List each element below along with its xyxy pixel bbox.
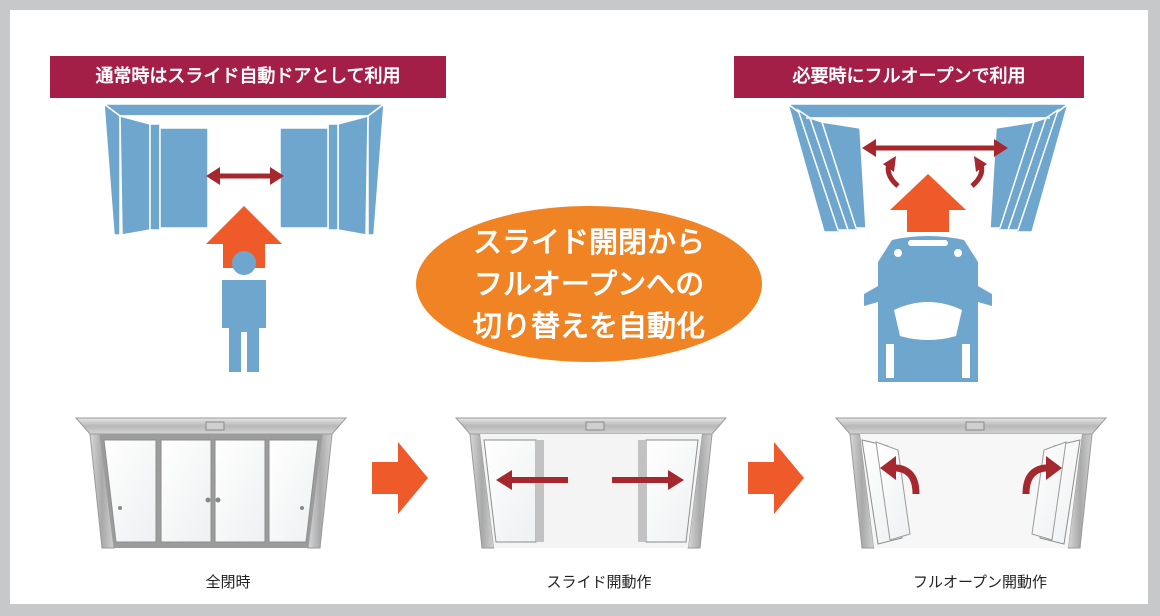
door-photo-slide <box>454 417 728 549</box>
bubble-line-1: スライド開閉から <box>472 225 705 259</box>
slide-open-arrows <box>496 470 684 490</box>
label-full-open-use: 必要時にフルオープンで利用 <box>734 56 1084 98</box>
bubble-line-3: 切り替えを自動化 <box>472 309 705 343</box>
diagram-canvas: 通常時はスライド自動ドアとして利用 必要時にフルオープンで利用 スライド開閉から… <box>10 10 1148 604</box>
up-arrow-right <box>890 174 966 232</box>
door-photo-closed <box>74 417 348 549</box>
full-open-door-illustration <box>785 102 1071 233</box>
caption-closed: 全閉時 <box>205 573 251 591</box>
process-arrow-2 <box>748 442 804 514</box>
label-normal-use: 通常時はスライド自動ドアとして利用 <box>50 56 446 98</box>
full-open-arrows <box>862 139 1008 188</box>
slide-double-arrow <box>206 167 284 185</box>
full-open-swing-arrows <box>880 456 1062 495</box>
feature-bubble: スライド開閉から フルオープンへの 切り替えを自動化 <box>416 206 762 362</box>
slide-door-illustration <box>101 102 387 236</box>
up-arrow-left <box>206 206 282 268</box>
process-arrow-1 <box>372 442 428 514</box>
car-icon <box>864 236 992 382</box>
caption-full-open: フルオープン開動作 <box>912 573 1048 591</box>
illustration-layer <box>74 102 1108 549</box>
bubble-line-2: フルオープンへの <box>473 267 705 301</box>
caption-slide: スライド開動作 <box>546 573 652 591</box>
person-icon <box>222 251 266 372</box>
door-photo-full-open <box>834 417 1108 549</box>
